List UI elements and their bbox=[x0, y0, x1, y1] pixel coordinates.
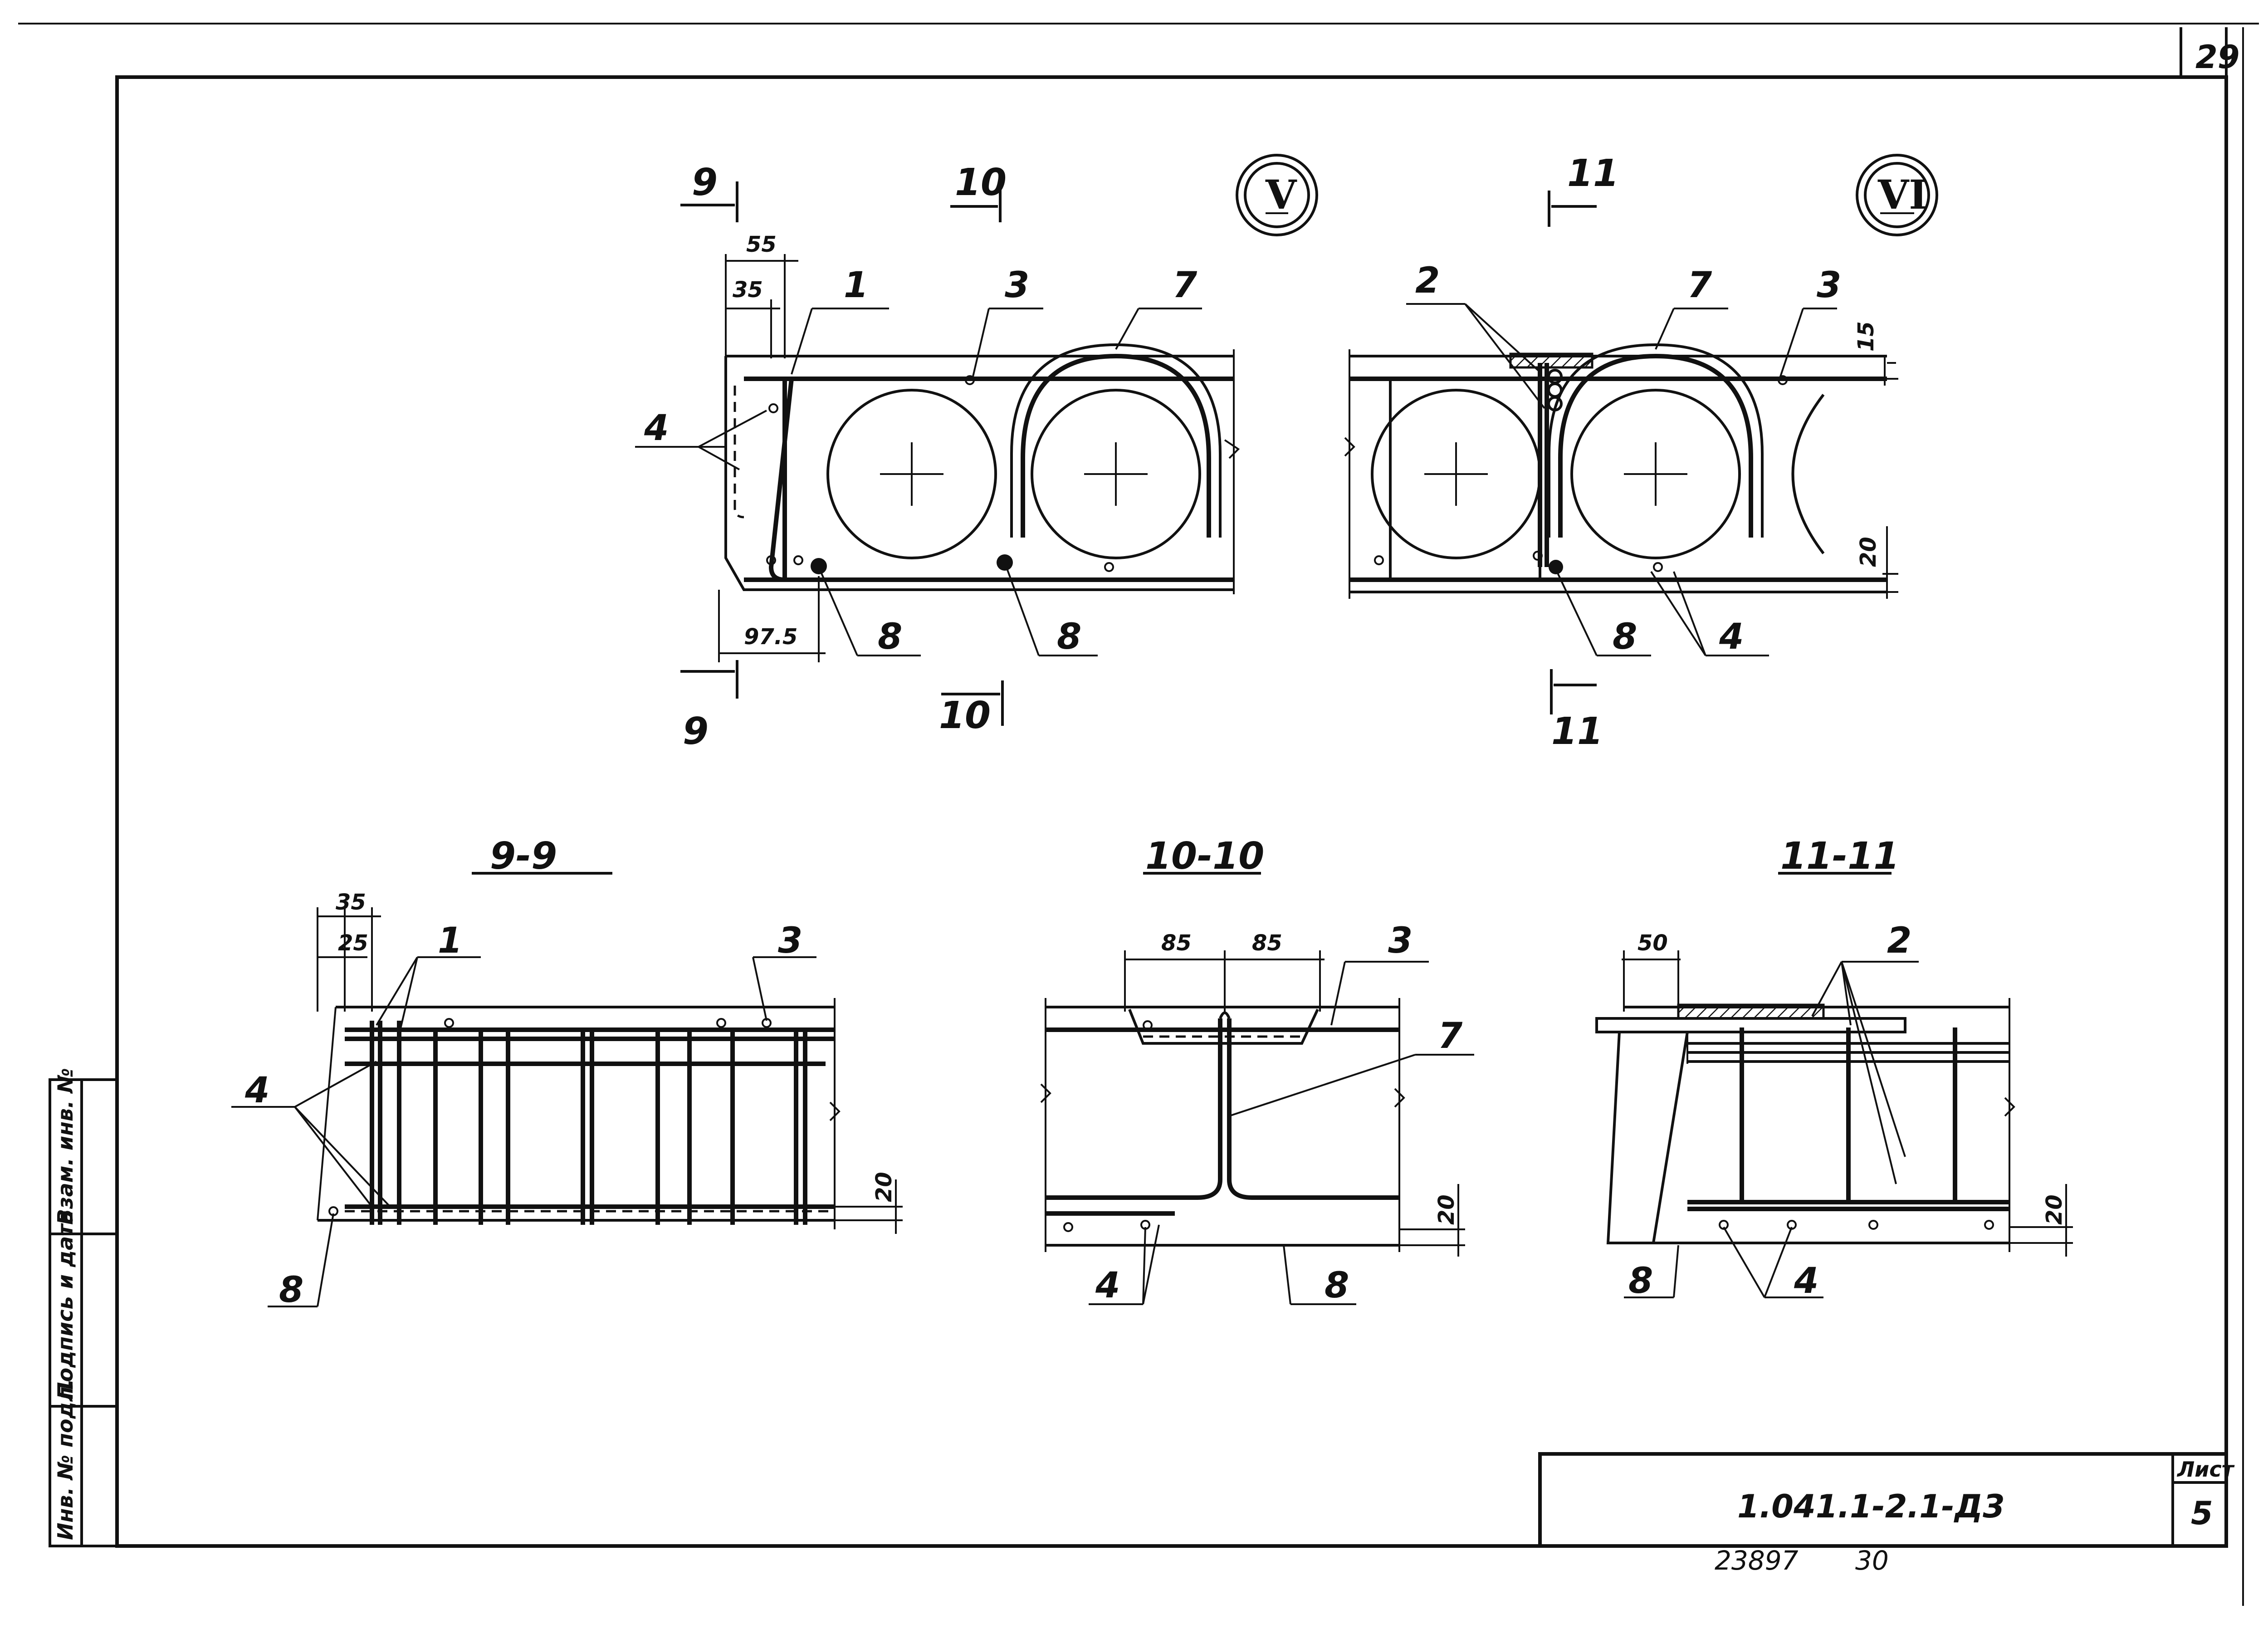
node-vi-detail bbox=[1344, 191, 1898, 714]
node-vi-label: VI bbox=[1877, 171, 1927, 218]
node-vi-pos8: 8 bbox=[1613, 616, 1637, 657]
section-10-title: 10-10 bbox=[1145, 835, 1264, 878]
s9-pos1: 1 bbox=[438, 920, 462, 961]
node-vi-dim15: 15 bbox=[1853, 321, 1879, 352]
s9-dim20: 20 bbox=[871, 1172, 897, 1202]
node-v-pos4: 4 bbox=[644, 408, 669, 449]
sheet-number: 5 bbox=[2191, 1495, 2213, 1532]
side-field-replace: Взам. инв. № bbox=[53, 1068, 78, 1225]
node-v-dim97: 97.5 bbox=[744, 624, 797, 650]
sheet-label: Лист bbox=[2176, 1457, 2235, 1482]
s10-pos3: 3 bbox=[1388, 920, 1413, 961]
node-vi-dim20: 20 bbox=[1856, 537, 1881, 567]
node-vi-pos7: 7 bbox=[1687, 265, 1712, 306]
node-v-pos1: 1 bbox=[844, 265, 868, 306]
s10-pos4: 4 bbox=[1095, 1265, 1120, 1306]
node-v-pos8a: 8 bbox=[878, 616, 902, 657]
sheet-frame bbox=[18, 23, 2259, 1606]
title-block bbox=[1538, 1452, 2228, 1548]
node-v-mark9-bot: 9 bbox=[683, 710, 709, 753]
node-vi-pos2: 2 bbox=[1415, 260, 1440, 301]
s10-dim85b: 85 bbox=[1252, 930, 1282, 956]
node-v-dim55: 55 bbox=[746, 232, 777, 257]
section-11-11 bbox=[1595, 872, 2073, 1298]
node-v-dim35: 35 bbox=[733, 277, 763, 303]
side-field-inventory: Инв. № подл. bbox=[53, 1379, 78, 1540]
node-v-pos3: 3 bbox=[1005, 265, 1029, 306]
side-stamp bbox=[49, 1078, 118, 1547]
node-v-pos8b: 8 bbox=[1057, 616, 1081, 657]
node-v-mark10-bot: 10 bbox=[939, 694, 991, 737]
node-v-detail bbox=[635, 181, 1240, 726]
node-vi-mark11-top: 11 bbox=[1567, 152, 1619, 195]
archive-suffix: 30 bbox=[1855, 1545, 1889, 1576]
s11-pos4: 4 bbox=[1794, 1261, 1818, 1301]
node-v-mark9-top: 9 bbox=[692, 161, 718, 204]
page-number: 29 bbox=[2195, 39, 2239, 76]
side-field-signature: Подпись и дата bbox=[53, 1210, 78, 1399]
s11-pos2: 2 bbox=[1887, 920, 1911, 961]
s11-dim50: 50 bbox=[1637, 930, 1668, 956]
archive-number: 23897 bbox=[1715, 1545, 1799, 1576]
s10-dim20: 20 bbox=[1434, 1194, 1459, 1225]
drawing-code: 1.041.1-2.1-Д3 bbox=[1737, 1488, 2005, 1525]
section-11-title: 11-11 bbox=[1780, 835, 1899, 878]
node-vi-mark11-bot: 11 bbox=[1551, 710, 1603, 753]
s10-dim85a: 85 bbox=[1161, 930, 1192, 956]
s9-dim25: 25 bbox=[338, 930, 368, 956]
s9-pos3: 3 bbox=[778, 920, 802, 961]
section-10-10 bbox=[1040, 872, 1474, 1305]
node-v-label: V bbox=[1265, 171, 1297, 218]
s11-dim20: 20 bbox=[2042, 1194, 2067, 1225]
node-vi-pos3: 3 bbox=[1817, 265, 1841, 306]
node-vi-pos4: 4 bbox=[1719, 616, 1744, 657]
section-9-9 bbox=[231, 872, 903, 1307]
section-9-title: 9-9 bbox=[490, 835, 557, 878]
s10-pos8: 8 bbox=[1325, 1265, 1349, 1306]
node-v-mark10-top: 10 bbox=[955, 161, 1007, 204]
node-vi-marker bbox=[1856, 154, 1938, 236]
s9-pos8: 8 bbox=[279, 1270, 303, 1311]
node-v-pos7: 7 bbox=[1173, 265, 1198, 306]
s9-pos4: 4 bbox=[244, 1070, 269, 1111]
s9-dim35: 35 bbox=[336, 890, 366, 915]
s10-pos7: 7 bbox=[1438, 1016, 1463, 1057]
s11-pos8: 8 bbox=[1628, 1261, 1653, 1301]
node-v-marker bbox=[1236, 154, 1318, 236]
